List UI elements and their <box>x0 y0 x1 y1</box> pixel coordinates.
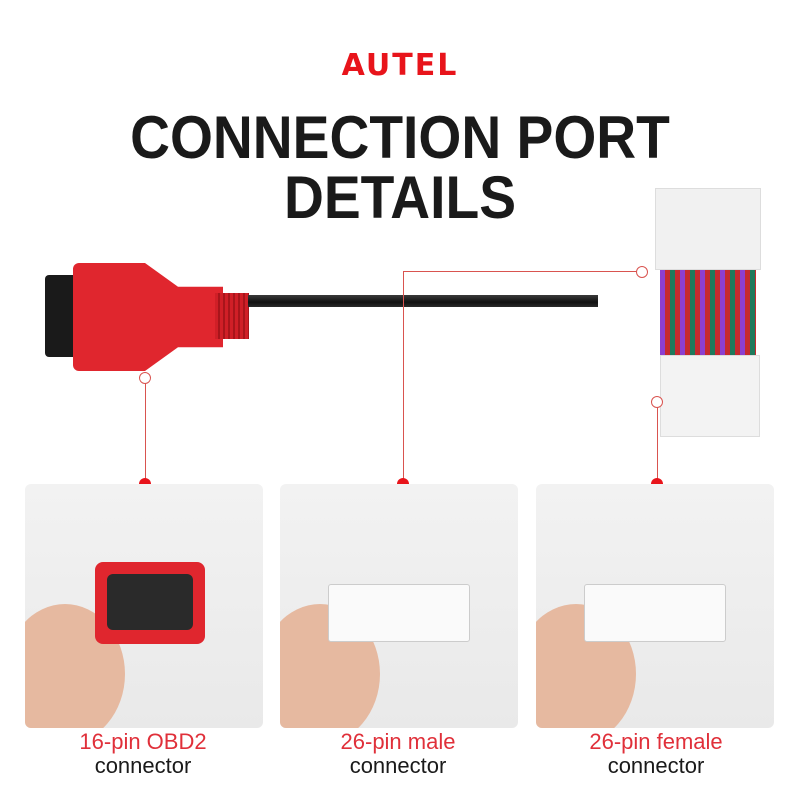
callout-line-1 <box>145 383 146 483</box>
caption-female: 26-pin female connector <box>526 730 786 778</box>
page-title-line1: CONNECTION PORT <box>130 104 670 171</box>
caption-sub: connector <box>607 753 705 778</box>
brand-logo: AUTEL <box>341 48 459 83</box>
female-connector-image <box>660 355 760 437</box>
caption-sub: connector <box>349 753 447 778</box>
card-female <box>536 484 774 728</box>
caption-sub: connector <box>94 753 192 778</box>
callout-line-2h <box>403 271 636 272</box>
callout-line-2 <box>403 271 404 481</box>
caption-label: 26-pin female <box>589 729 723 754</box>
card-male <box>280 484 518 728</box>
wires-image <box>660 270 756 356</box>
callout-line-3 <box>657 405 658 481</box>
male-connector-image <box>655 188 761 270</box>
card-obd2 <box>25 484 263 728</box>
callout-ring-3 <box>651 396 663 408</box>
callout-ring-2 <box>636 266 648 278</box>
caption-label: 26-pin male <box>340 729 456 754</box>
cable-image <box>248 295 598 307</box>
caption-male: 26-pin male connector <box>268 730 528 778</box>
caption-obd2: 16-pin OBD2 connector <box>13 730 273 778</box>
caption-label: 16-pin OBD2 <box>79 729 207 754</box>
callout-ring-1 <box>139 372 151 384</box>
page-title-line2: DETAILS <box>283 164 517 231</box>
